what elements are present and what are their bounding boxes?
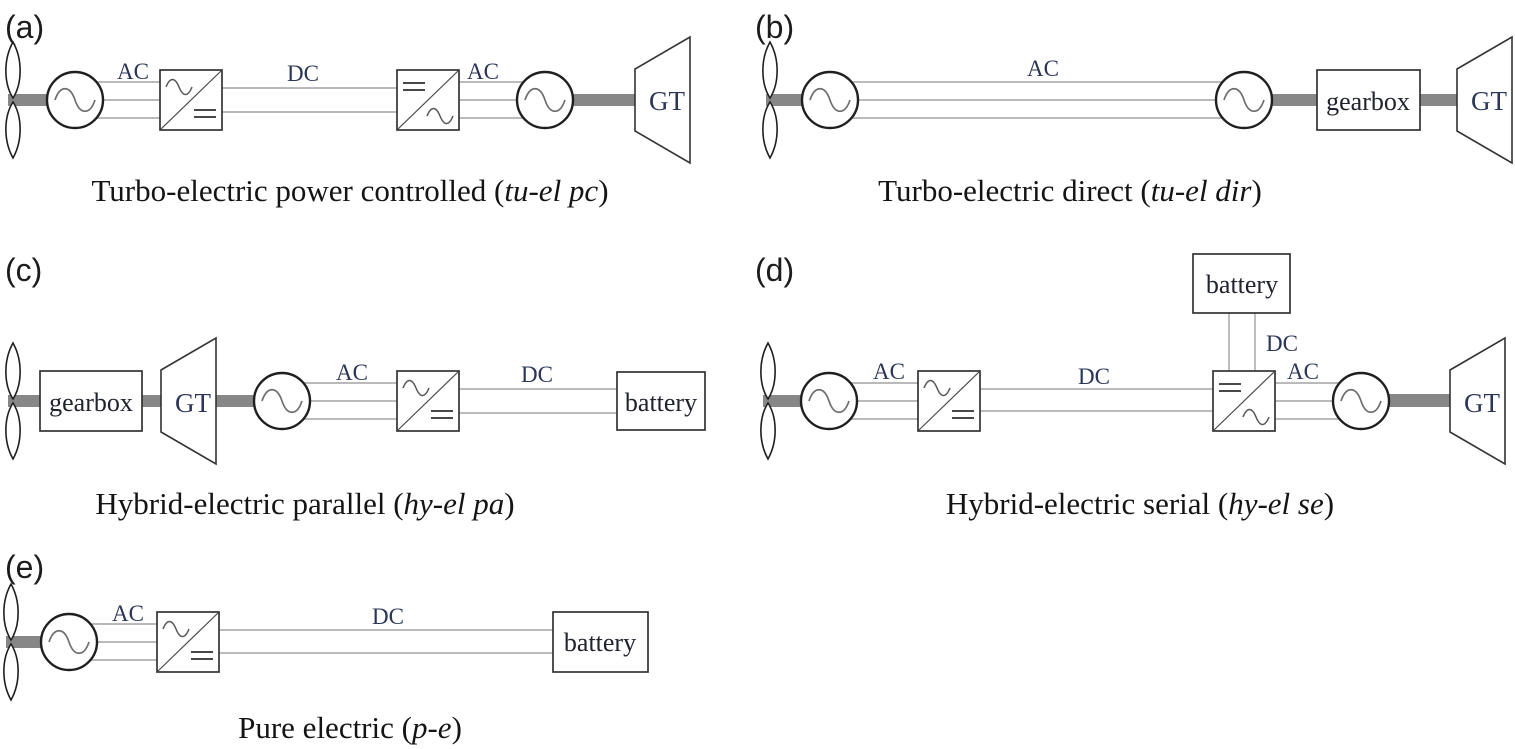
- gas-turbine-label: GT: [1464, 388, 1500, 418]
- panel-a: (a) AC DC AC GT Turbo-electric power con…: [5, 9, 691, 208]
- panel-caption: Pure electric (p-e): [238, 710, 462, 745]
- ac-bus-lines: [830, 81, 1244, 119]
- dc-label: DC: [521, 362, 553, 387]
- generator-icon: [1214, 70, 1274, 130]
- ac-label: AC: [873, 359, 905, 384]
- dc-label: DC: [372, 604, 404, 629]
- ac-dc-converter-icon: [396, 370, 460, 432]
- panel-tag: (d): [755, 252, 794, 288]
- panel-caption: Turbo-electric direct (tu-el dir): [878, 173, 1262, 208]
- panel-caption: Hybrid-electric serial (hy-el se): [946, 486, 1334, 521]
- battery-box: [616, 371, 706, 431]
- panel-caption: Hybrid-electric parallel (hy-el pa): [95, 486, 514, 521]
- battery-box: [552, 611, 649, 673]
- ac-label: AC: [336, 360, 368, 385]
- electric-motor-icon: [799, 371, 859, 431]
- ac-dc-converter-icon: [159, 69, 223, 131]
- panel-tag: (b): [755, 9, 794, 45]
- generator-icon: [1331, 371, 1391, 431]
- dc-bus-lines: [978, 388, 1233, 412]
- ac-label: AC: [117, 59, 149, 84]
- ac-label: AC: [1287, 359, 1319, 384]
- dc-bus-lines: [200, 87, 420, 113]
- gas-turbine-label: GT: [649, 86, 685, 116]
- panel-tag: (a): [5, 9, 44, 45]
- battery-label: battery: [625, 388, 697, 417]
- gas-turbine-label: GT: [175, 388, 211, 418]
- gearbox-box: [39, 370, 143, 432]
- electric-motor-icon: [39, 612, 99, 672]
- gearbox-label: gearbox: [1326, 87, 1410, 116]
- ac-label: AC: [467, 59, 499, 84]
- electric-motor-icon: [45, 70, 105, 130]
- ac-label: AC: [112, 601, 144, 626]
- panel-b: (b) AC gearbox GT Turbo-electric direct …: [755, 9, 1513, 208]
- dc-label: DC: [287, 61, 319, 86]
- panel-caption: Turbo-electric power controlled (tu-el p…: [91, 173, 608, 208]
- dc-bus-lines: [218, 629, 565, 654]
- gas-turbine-label: GT: [1471, 86, 1507, 116]
- ac-dc-converter-icon: [917, 370, 981, 432]
- panel-tag: (e): [5, 549, 44, 585]
- dc-label: DC: [1078, 364, 1110, 389]
- dc-ac-converter-icon: [1212, 370, 1276, 432]
- ac-label: AC: [1027, 56, 1059, 81]
- panel-c: (c) gearbox GT AC DC battery Hybrid-elec…: [5, 252, 706, 521]
- electric-motor-icon: [800, 70, 860, 130]
- generator-icon: [515, 70, 575, 130]
- battery-box: [1192, 253, 1291, 314]
- shaft: [1415, 94, 1462, 106]
- dc-label: DC: [1266, 331, 1298, 356]
- dc-ac-converter-icon: [396, 69, 460, 131]
- electric-motor-icon: [252, 371, 312, 431]
- gearbox-label: gearbox: [49, 388, 133, 417]
- dc-bus-lines: [440, 388, 630, 414]
- panel-tag: (c): [5, 252, 42, 288]
- battery-label: battery: [1206, 270, 1278, 299]
- ac-dc-converter-icon: [156, 611, 220, 673]
- shaft: [8, 395, 48, 407]
- panel-d: (d) AC DC DC AC battery: [755, 252, 1506, 521]
- panel-e: (e) AC DC battery Pure electric (p-e): [3, 549, 649, 745]
- battery-label: battery: [564, 628, 636, 657]
- battery-dc-lines: [1228, 313, 1256, 375]
- gearbox-box: [1316, 69, 1421, 131]
